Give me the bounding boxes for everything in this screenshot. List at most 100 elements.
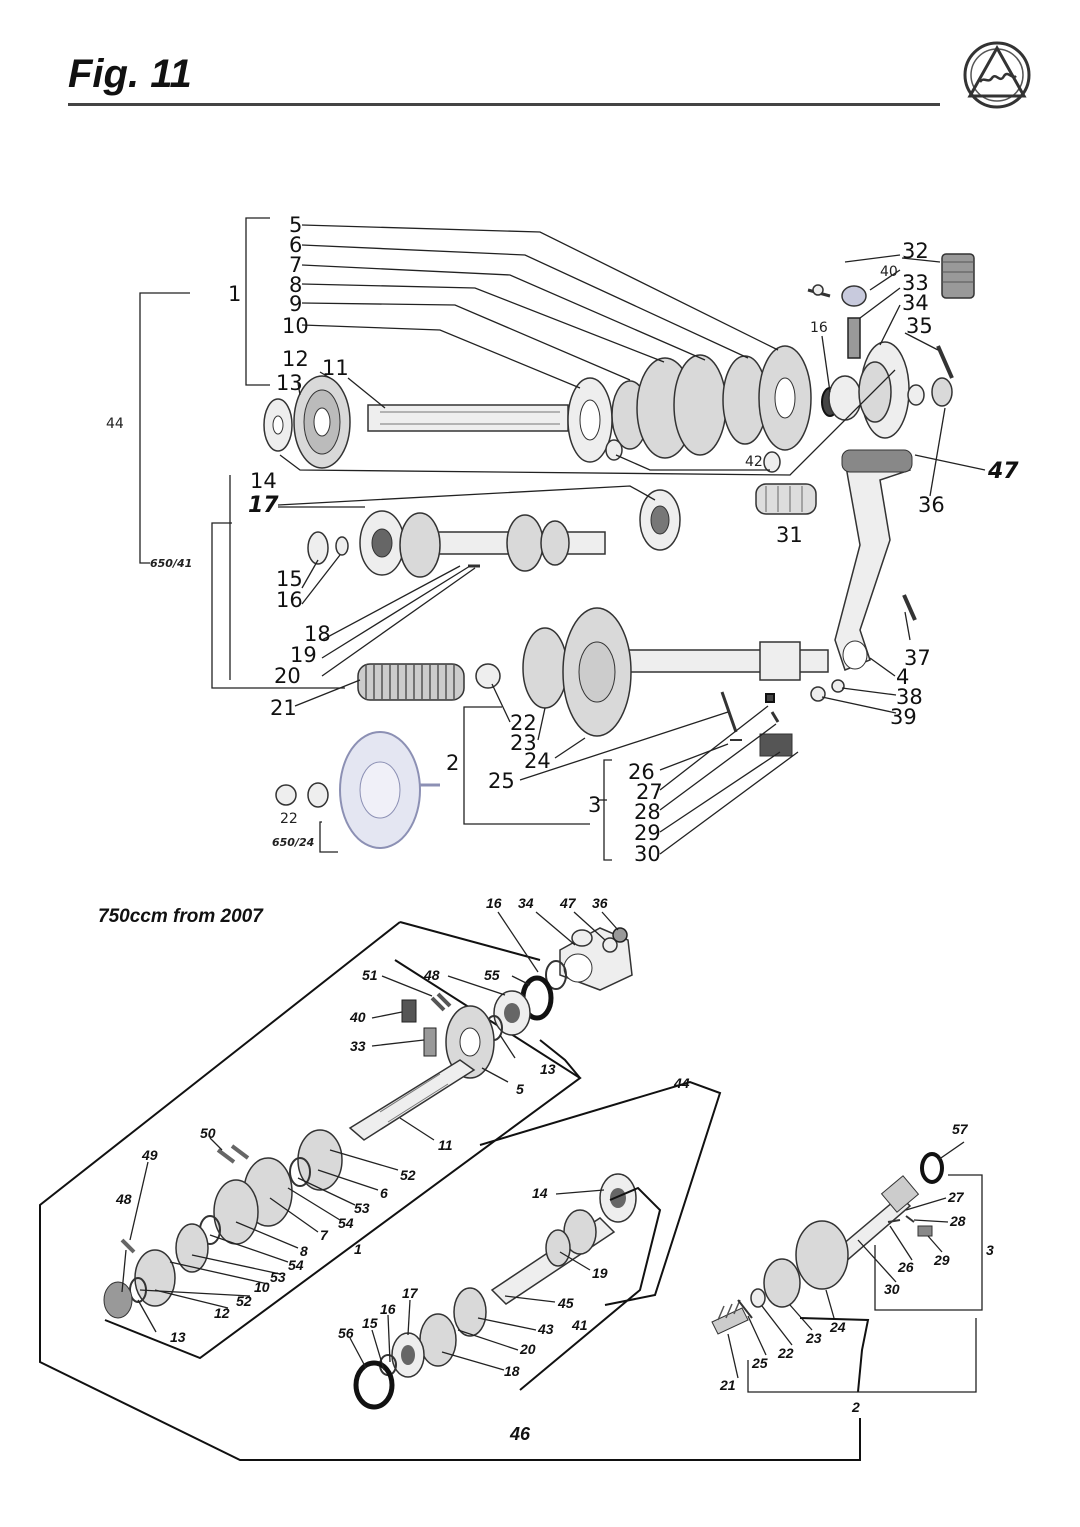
callout-20: 20: [274, 664, 301, 688]
callout-13: 13: [276, 371, 303, 395]
callout-22-inset: 22: [280, 811, 298, 827]
new-diagram-labels: 16 34 47 36 51 48 55 40 33 13 5 44 11 50…: [115, 895, 994, 1444]
callout-new-44: 44: [673, 1075, 690, 1091]
callout-new-26: 26: [897, 1259, 914, 1275]
seal-part-56: [353, 1360, 395, 1410]
old-diagram-leaders: [139, 217, 986, 861]
gear-part-23: [522, 627, 568, 709]
inset-gear-65024: [275, 731, 440, 849]
callout-new-22: 22: [777, 1345, 794, 1361]
callout-28: 28: [634, 800, 661, 824]
callout-new-30: 30: [884, 1281, 900, 1297]
callout-new-46: 46: [509, 1424, 531, 1444]
old-diagram-parts: [263, 253, 975, 849]
callout-new-13-top: 13: [540, 1061, 556, 1077]
callout-new-28: 28: [949, 1213, 966, 1229]
callout-new-40: 40: [349, 1009, 366, 1025]
gear-part-23-new: [763, 1258, 801, 1308]
callout-new-6: 6: [380, 1185, 388, 1201]
callout-22: 22: [510, 711, 537, 735]
callout-25: 25: [488, 769, 515, 793]
callout-new-2: 2: [851, 1399, 860, 1415]
block-part-29: [759, 733, 793, 757]
layshaft-part: [307, 510, 606, 578]
block-part-29-new: [917, 1225, 933, 1237]
pin-part-35: [936, 345, 954, 379]
kick-shaft-part: [475, 607, 829, 737]
sleeve-part-40: [841, 285, 867, 307]
bush-part-22: [475, 663, 501, 689]
callout-36: 36: [918, 493, 945, 517]
callout-19: 19: [290, 643, 317, 667]
callout-new-16-top: 16: [486, 895, 502, 911]
callout-42: 42: [745, 454, 763, 470]
gear-part-18: [399, 512, 441, 578]
callout-new-3: 3: [986, 1242, 994, 1258]
callout-new-18: 18: [504, 1363, 520, 1379]
callout-new-56: 56: [338, 1325, 354, 1341]
callout-9: 9: [289, 292, 302, 316]
callout-5: 5: [289, 213, 302, 237]
callout-35: 35: [906, 314, 933, 338]
spring-part-21-new: [711, 1307, 749, 1335]
callout-33: 33: [902, 271, 929, 295]
callout-new-50: 50: [200, 1125, 216, 1141]
callout-new-21: 21: [719, 1377, 736, 1393]
callout-new-53-lower: 53: [270, 1269, 286, 1285]
callout-10: 10: [282, 314, 309, 338]
callout-new-48-top: 48: [423, 967, 440, 983]
old-diagram-labels: 5 6 7 8 9 10 1 12 11 13 44 32 40 33 34 1…: [106, 213, 1019, 866]
callout-new-34: 34: [518, 895, 534, 911]
bush-part-22-new: [750, 1288, 766, 1308]
callout-new-47: 47: [559, 895, 577, 911]
callout-new-54-lower: 54: [288, 1257, 304, 1273]
callout-new-43: 43: [537, 1321, 554, 1337]
callout-new-55: 55: [484, 967, 500, 983]
callout-37: 37: [904, 646, 931, 670]
callout-new-25: 25: [751, 1355, 768, 1371]
pin-part-33-new: [423, 1027, 437, 1057]
seal-part-57: [920, 1152, 944, 1184]
callout-new-33: 33: [350, 1038, 366, 1054]
callout-44: 44: [106, 416, 124, 432]
rubber-part-31: [755, 483, 817, 515]
callout-30: 30: [634, 842, 661, 866]
callout-new-24: 24: [829, 1319, 846, 1335]
callout-31: 31: [776, 523, 803, 547]
callout-new-1: 1: [354, 1241, 362, 1257]
callout-38: 38: [896, 685, 923, 709]
callout-39: 39: [890, 705, 917, 729]
callout-new-48-left: 48: [115, 1191, 132, 1207]
callout-17: 17: [248, 493, 279, 518]
new-diagram-parts: [39, 921, 944, 1461]
callout-new-29: 29: [933, 1252, 950, 1268]
callout-11: 11: [322, 356, 349, 380]
callout-650-41: 650/41: [150, 557, 192, 570]
part-49: [120, 1238, 136, 1254]
callout-18: 18: [304, 622, 331, 646]
section-title-new: 750ccm from 2007: [98, 906, 263, 927]
callout-27: 27: [636, 780, 663, 804]
gear-part-43-new: [453, 1287, 487, 1337]
callout-40: 40: [880, 264, 898, 280]
callout-new-5: 5: [516, 1081, 524, 1097]
pin-part-25: [720, 691, 738, 733]
spring-part-21: [357, 663, 465, 701]
header-rule: [68, 103, 940, 106]
gear-part-8-new: [213, 1179, 259, 1245]
callout-new-8: 8: [300, 1243, 308, 1259]
callout-32: 32: [902, 239, 929, 263]
bearing-part-13-new: [103, 1281, 133, 1319]
callout-new-7: 7: [320, 1227, 329, 1243]
callout-3: 3: [588, 793, 601, 817]
part-50: [216, 1144, 250, 1164]
callout-new-20: 20: [519, 1341, 536, 1357]
callout-new-13-bottom: 13: [170, 1329, 186, 1345]
callout-12: 12: [282, 347, 309, 371]
callout-21: 21: [270, 696, 297, 720]
callout-new-57: 57: [952, 1121, 969, 1137]
new-diagram-leaders: [121, 911, 983, 1393]
gear-part-18-new: [419, 1313, 457, 1367]
callout-14: 14: [250, 469, 277, 493]
brand-logo-icon: [963, 41, 1031, 109]
